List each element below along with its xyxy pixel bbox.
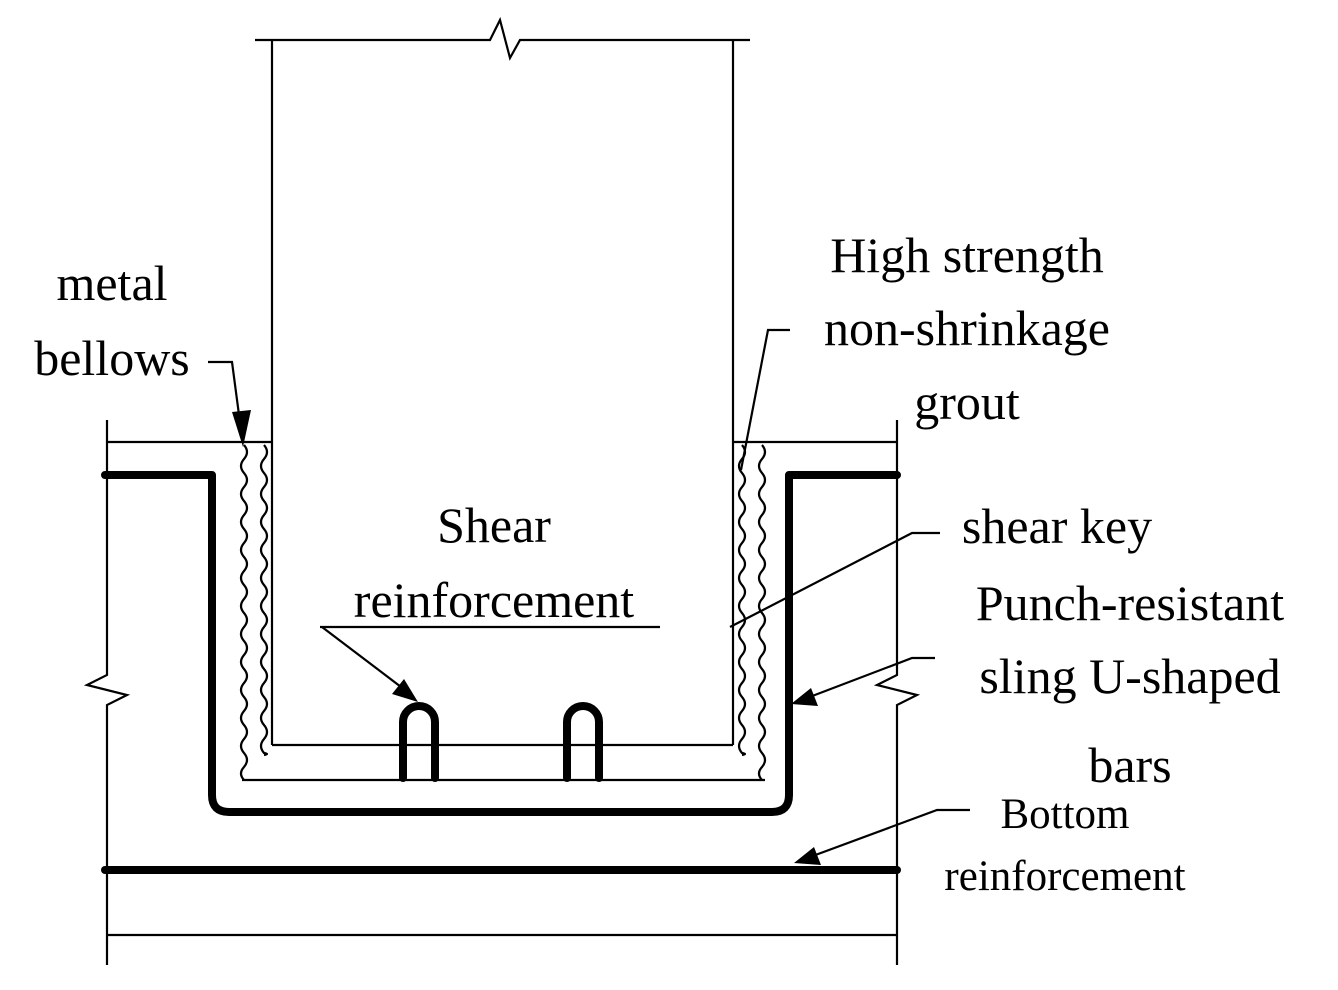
leader-metal-bellows bbox=[208, 360, 243, 431]
sling-u-shaped-bar bbox=[101, 471, 901, 816]
arrow-sling bbox=[791, 688, 818, 706]
footing-right-break-line bbox=[873, 420, 921, 965]
bellows-left-outer bbox=[239, 444, 249, 781]
label-bottom-reinforcement-2: reinforcement bbox=[944, 853, 1185, 900]
leader-bottom-reinforcement bbox=[809, 808, 970, 859]
column bbox=[255, 16, 750, 747]
label-shear-key: shear key bbox=[962, 498, 1152, 554]
label-grout-3: grout bbox=[914, 374, 1020, 430]
leader-grout bbox=[739, 328, 790, 471]
label-grout-2: non-shrinkage bbox=[824, 300, 1110, 356]
bellows-right-inner bbox=[737, 444, 747, 757]
label-metal-bellows-1: metal bbox=[56, 255, 167, 311]
labels: metal bellows High strength non-shrinkag… bbox=[34, 227, 1284, 900]
footing bbox=[83, 420, 921, 965]
arrow-shear-reinforcement bbox=[392, 679, 418, 702]
arrow-metal-bellows bbox=[232, 410, 251, 447]
label-grout-1: High strength bbox=[830, 227, 1104, 283]
label-sling-3: bars bbox=[1088, 737, 1171, 793]
leader-shear-key bbox=[729, 531, 940, 628]
shear-reinforcement-hook-1 bbox=[399, 702, 439, 782]
label-sling-1: Punch-resistant bbox=[976, 575, 1284, 631]
metal-bellows bbox=[239, 444, 767, 781]
leader-shear-reinforcement bbox=[321, 626, 406, 691]
label-shear-reinforcement-1: Shear bbox=[437, 497, 551, 553]
bellows-right-outer bbox=[757, 444, 767, 781]
arrow-bottom-reinforcement bbox=[794, 847, 821, 865]
label-shear-reinforcement-2: reinforcement bbox=[354, 572, 635, 628]
label-sling-2: sling U-shaped bbox=[979, 648, 1280, 704]
shear-reinforcement-hook-2 bbox=[563, 702, 603, 782]
bellows-left-inner bbox=[259, 444, 269, 757]
leader-sling bbox=[806, 656, 935, 700]
column-top-break-line bbox=[255, 16, 750, 61]
label-bottom-reinforcement-1: Bottom bbox=[1000, 791, 1129, 838]
label-metal-bellows-2: bellows bbox=[34, 330, 190, 386]
leaders bbox=[208, 328, 970, 865]
footing-left-break-line bbox=[83, 420, 131, 965]
